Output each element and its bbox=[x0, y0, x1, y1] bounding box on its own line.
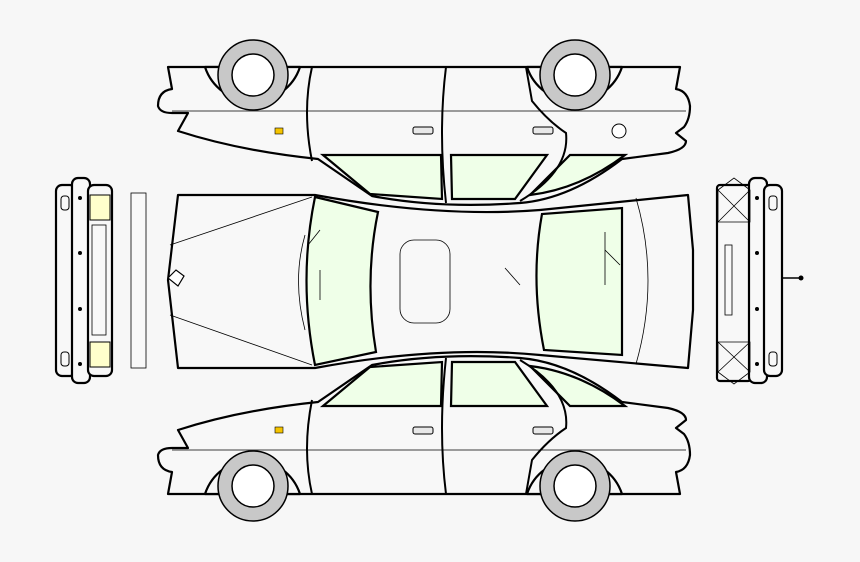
car-front-view bbox=[54, 176, 147, 385]
car-top-view bbox=[166, 193, 695, 370]
car-side-view-top bbox=[156, 38, 692, 206]
fuel-cap-icon bbox=[611, 123, 627, 139]
car-rear-view bbox=[715, 176, 804, 385]
hood-emblem-icon bbox=[167, 269, 185, 287]
antenna-icon bbox=[798, 275, 804, 281]
car-side-view-bottom bbox=[156, 355, 692, 523]
